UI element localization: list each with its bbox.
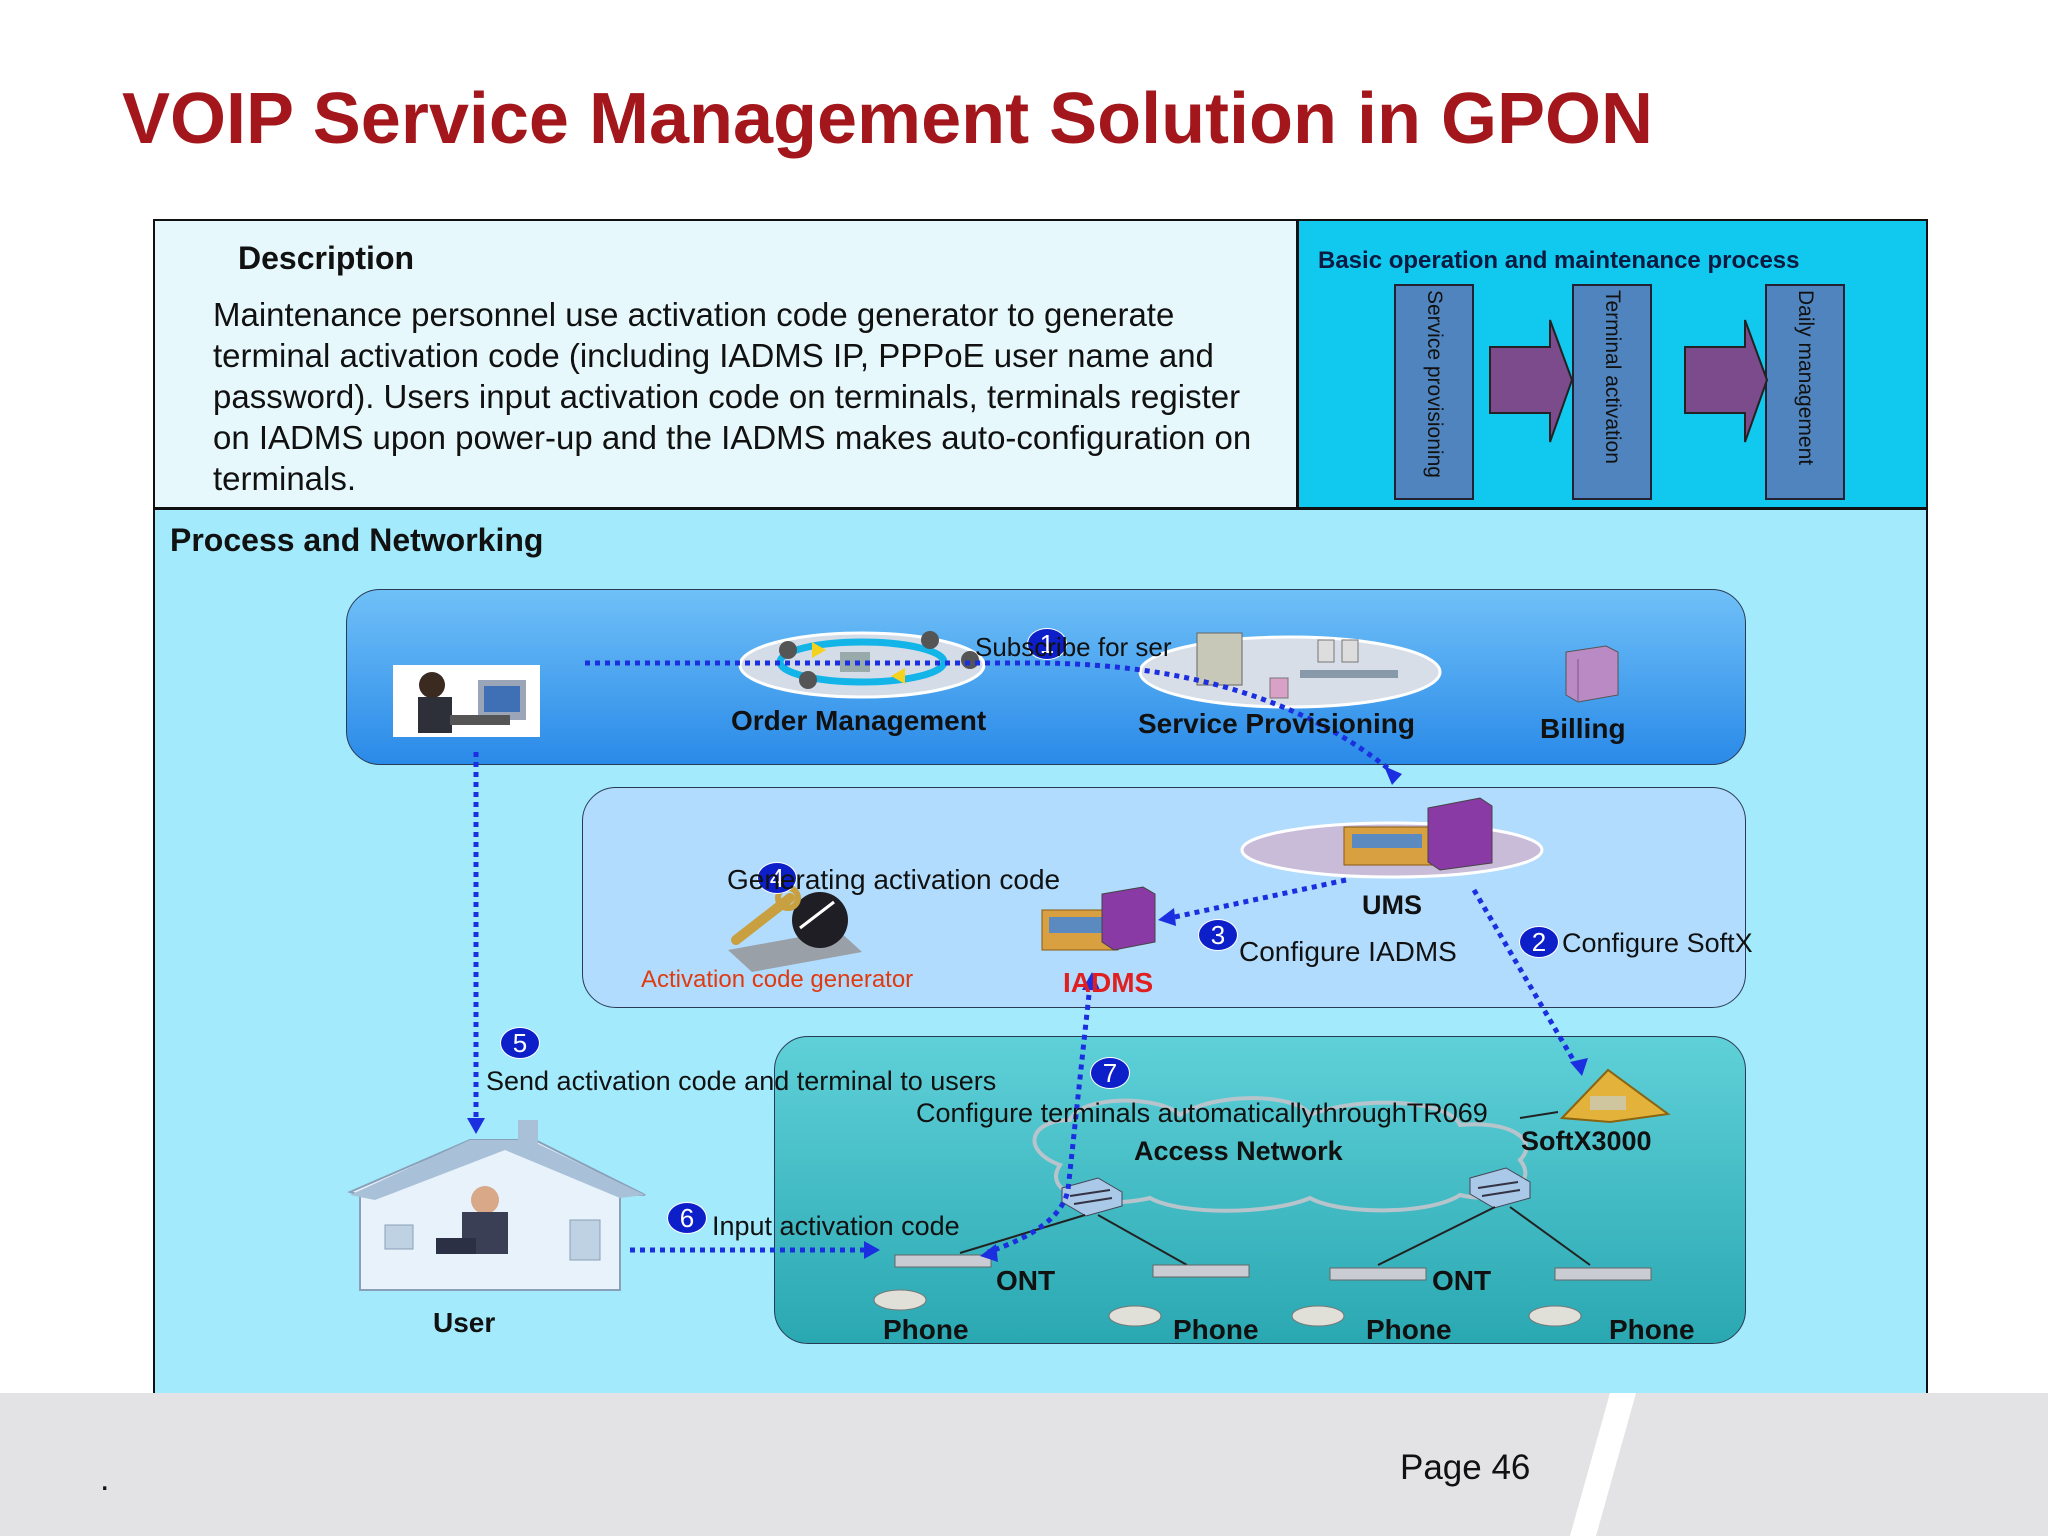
stage-label: Service provisioning [1423, 290, 1446, 478]
node-softx3000: SoftX3000 [1521, 1126, 1652, 1156]
step-badge-3: 3 [1198, 919, 1238, 951]
page-number: Page 46 [1400, 1448, 1531, 1487]
node-phone-3: Phone [1366, 1314, 1452, 1345]
footer-mark: . [100, 1460, 110, 1498]
stage-arrow-2 [1684, 319, 1769, 443]
footer-swoosh [1570, 1393, 1636, 1536]
node-ont-1: ONT [996, 1265, 1056, 1296]
node-billing: Billing [1540, 713, 1626, 744]
step-label-3: Configure IADMS [1239, 936, 1457, 967]
node-ums: UMS [1362, 890, 1422, 920]
node-user: User [433, 1307, 496, 1338]
node-phone-4: Phone [1609, 1314, 1695, 1345]
step-label-1: Subscribe for ser [975, 632, 1172, 662]
operations-heading: Basic operation and maintenance process [1318, 247, 1800, 274]
stage-service-provisioning: Service provisioning [1394, 284, 1474, 500]
step-badge-5: 5 [500, 1027, 540, 1059]
stage-arrows [1489, 319, 1769, 443]
bss-panel [346, 589, 1746, 765]
step-label-7: Configure terminals automaticallythrough… [916, 1098, 1488, 1128]
node-activation-code-generator: Activation code generator [641, 966, 914, 993]
node-iadms: IADMS [1063, 967, 1154, 998]
node-phone-1: Phone [883, 1314, 969, 1345]
step-badge-4: 4 [757, 862, 797, 894]
node-access-network: Access Network [1134, 1136, 1343, 1166]
step-label-5: Send activation code and terminal to use… [486, 1066, 997, 1096]
node-order-management: Order Management [731, 705, 987, 736]
stage-label: Terminal activation [1601, 290, 1624, 464]
step-badge-1: 1 [1027, 628, 1067, 660]
slide-footer [0, 1393, 2048, 1536]
node-phone-2: Phone [1173, 1314, 1259, 1345]
step-badge-2: 2 [1519, 926, 1559, 958]
description-text: Maintenance personnel use activation cod… [213, 296, 1252, 497]
description-heading: Description [238, 240, 415, 276]
step-badge-6: 6 [667, 1202, 707, 1234]
description-panel [153, 219, 1298, 509]
stage-terminal-activation: Terminal activation [1572, 284, 1652, 500]
process-heading: Process and Networking [170, 522, 544, 558]
step-badge-7: 7 [1090, 1057, 1130, 1089]
step-label-6: Input activation code [712, 1211, 960, 1241]
slide-title: VOIP Service Management Solution in GPON [122, 79, 1654, 159]
step-label-4: Generating activation code [727, 864, 1061, 895]
node-ont-2: ONT [1432, 1265, 1492, 1296]
stage-arrow-1 [1489, 319, 1574, 443]
node-service-provisioning: Service Provisioning [1138, 708, 1415, 739]
stage-daily-management: Daily management [1765, 284, 1845, 500]
step-label-2: Configure SoftX [1562, 928, 1753, 958]
stage-label: Daily management [1794, 290, 1817, 466]
